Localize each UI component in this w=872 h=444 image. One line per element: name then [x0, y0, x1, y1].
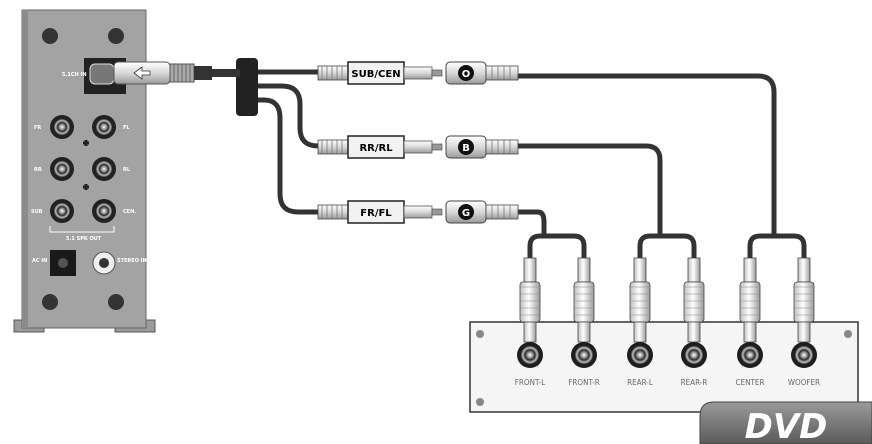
- spk-out-bracket: [49, 226, 115, 233]
- jack-label-rr: RR: [34, 167, 42, 173]
- screw-icon: [476, 330, 484, 338]
- audio-device-rear-panel: 5.1CH IN FR FL RR RL SUB CEN.: [13, 9, 156, 333]
- jack-label-sub: SUB: [31, 209, 43, 215]
- ac-in-label: AC IN: [32, 258, 47, 264]
- split-rear: [637, 233, 697, 258]
- connector-label-fr-fl: FR/FL: [360, 208, 392, 219]
- cable-rr-rl: [258, 83, 319, 149]
- jack-label-cen: CEN.: [123, 209, 136, 215]
- connector-label-sub-cen: SUB/CEN: [351, 69, 400, 80]
- dvd-port-label: FRONT-L: [515, 378, 545, 387]
- dvd-cables: [518, 73, 807, 258]
- device-edge: [22, 10, 28, 328]
- dvd-port-label: REAR-L: [627, 378, 653, 387]
- din-socket-icon: [89, 63, 115, 85]
- rca-jack-icon[interactable]: [96, 119, 112, 135]
- jack-label-fr: FR: [34, 125, 41, 131]
- rca-jack-icon[interactable]: [54, 119, 70, 135]
- cables: [258, 69, 319, 215]
- dvd-port-label: REAR-R: [681, 378, 708, 387]
- rca-jack-icon[interactable]: [96, 161, 112, 177]
- input-label: 5.1CH IN: [62, 72, 87, 78]
- arrow-left-icon: [133, 66, 151, 80]
- jack-label-fl: FL: [123, 125, 130, 131]
- dvd-port-label: FRONT-R: [568, 378, 599, 387]
- dvd-port-center: CENTER: [736, 257, 765, 387]
- cable-b: [518, 143, 663, 236]
- screw-hole-icon: [42, 294, 58, 310]
- dvd-port-woofer: WOOFER: [788, 257, 820, 387]
- rca-jack-icon[interactable]: [54, 203, 70, 219]
- dvd-port-front-r: FRONT-R: [568, 257, 600, 387]
- jack-row-1: FR FL: [34, 115, 130, 139]
- screw-hole-icon: [108, 28, 124, 44]
- color-code-icon: [458, 139, 474, 155]
- cable-g: [518, 209, 547, 236]
- connector-row-rr-rl: RR/RL B: [317, 135, 519, 159]
- rca-jack-icon[interactable]: [96, 203, 112, 219]
- color-code-letter: O: [462, 69, 471, 80]
- connector-row-sub-cen: SUB/CEN O: [317, 61, 519, 85]
- power-socket-icon: [58, 258, 68, 268]
- rca-jack-icon[interactable]: [54, 161, 70, 177]
- screw-hole-icon: [108, 294, 124, 310]
- split-front: [527, 233, 587, 258]
- screw-icon: [844, 330, 852, 338]
- dvd-port-label: CENTER: [736, 378, 765, 387]
- plus-marker-icon: [83, 140, 89, 146]
- color-code-letter: B: [462, 143, 470, 154]
- stereo-in-label: STEREO IN: [117, 258, 147, 264]
- connector-label-rr-rl: RR/RL: [359, 143, 393, 154]
- color-code-letter: G: [462, 208, 470, 219]
- stereo-jack-icon: [99, 258, 109, 268]
- cable-fr-fl: [258, 97, 318, 215]
- color-code-icon: [458, 204, 474, 220]
- split-center-woofer: [747, 233, 807, 258]
- din-cable: [194, 66, 212, 80]
- jack-row-2: RR RL: [34, 157, 131, 181]
- plus-marker-icon: [83, 184, 89, 190]
- dvd-port-rear-l: REAR-L: [627, 257, 653, 387]
- spk-out-label: 5.1 SPK OUT: [66, 236, 102, 242]
- cable-o: [518, 73, 777, 236]
- jack-row-3: SUB CEN.: [31, 199, 136, 223]
- dvd-port-front-l: FRONT-L: [515, 257, 545, 387]
- screw-hole-icon: [42, 28, 58, 44]
- dvd-logo: DVD: [745, 407, 828, 444]
- din-plug: [113, 61, 212, 85]
- dvd-port-label: WOOFER: [788, 378, 820, 387]
- screw-icon: [476, 398, 484, 406]
- connector-row-fr-fl: FR/FL G: [317, 200, 519, 224]
- jack-label-rl: RL: [123, 167, 131, 173]
- color-code-icon: [458, 65, 474, 81]
- cable-splitter: [236, 58, 258, 116]
- dvd-logo-tab: [699, 401, 872, 444]
- dvd-port-rear-r: REAR-R: [681, 257, 708, 387]
- dvd-ports: FRONT-L FRONT-R REAR-L REAR-R CENTER WOOFER: [515, 257, 820, 387]
